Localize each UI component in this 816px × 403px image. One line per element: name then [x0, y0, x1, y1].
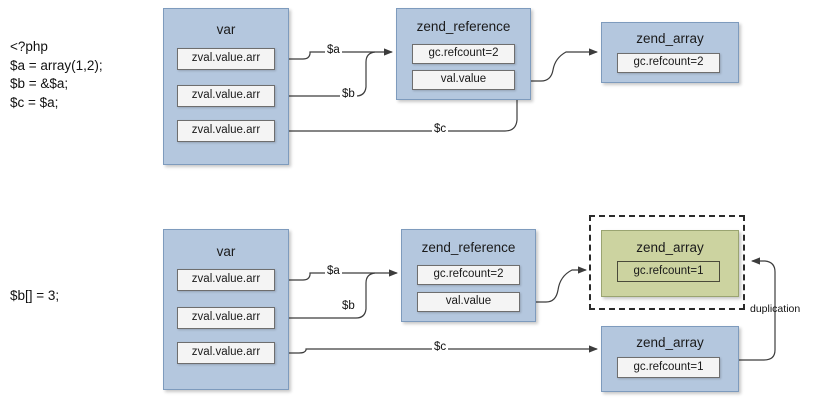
bottom-var-slot-2: zval.value.arr	[177, 307, 275, 329]
top-var-slot-1: zval.value.arr	[177, 48, 275, 70]
top-zend-reference-refcount: gc.refcount=2	[412, 44, 515, 64]
top-edge-label-c: $c	[432, 123, 449, 135]
top-var-slot-2: zval.value.arr	[177, 85, 275, 107]
top-edge-label-a: $a	[325, 44, 342, 56]
duplication-dashed-region	[589, 215, 745, 310]
top-code-snippet: <?php $a = array(1,2); $b = &$a; $c = $a…	[10, 39, 103, 110]
edge-bottom-a	[289, 269, 398, 281]
bottom-edge-label-a: $a	[325, 265, 342, 277]
top-zend-array-title: zend_array	[636, 31, 704, 46]
edge-bottom-b	[289, 272, 376, 319]
bottom-var-title: var	[216, 244, 236, 259]
edge-bottom-valvalue	[536, 266, 587, 303]
edge-top-valvalue	[531, 48, 598, 82]
top-var-slot-3: zval.value.arr	[177, 120, 275, 142]
bottom-zend-array-new-title: zend_array	[636, 240, 704, 255]
top-zend-reference-title: zend_reference	[416, 19, 511, 34]
bottom-var-slot-3: zval.value.arr	[177, 342, 275, 364]
bottom-zend-reference-title: zend_reference	[421, 240, 516, 255]
top-zend-array-refcount: gc.refcount=2	[617, 53, 720, 73]
top-zend-reference-valvalue: val.value	[412, 70, 515, 90]
bottom-code-snippet: $b[] = 3;	[10, 288, 60, 303]
bottom-zend-array-old-refcount: gc.refcount=1	[617, 357, 720, 378]
top-var-title: var	[216, 22, 236, 37]
bottom-var-slot-1: zval.value.arr	[177, 269, 275, 291]
bottom-zend-reference-refcount: gc.refcount=2	[417, 265, 520, 285]
bottom-zend-reference-valvalue: val.value	[417, 292, 520, 312]
bottom-edge-label-b: $b	[340, 300, 357, 312]
bottom-edge-label-c: $c	[432, 341, 449, 353]
top-edge-label-b: $b	[340, 88, 357, 100]
bottom-zend-array-old-title: zend_array	[636, 335, 704, 350]
edge-top-b	[289, 51, 376, 97]
bottom-zend-array-new-refcount: gc.refcount=1	[617, 261, 720, 282]
duplication-label: duplication	[750, 303, 801, 315]
